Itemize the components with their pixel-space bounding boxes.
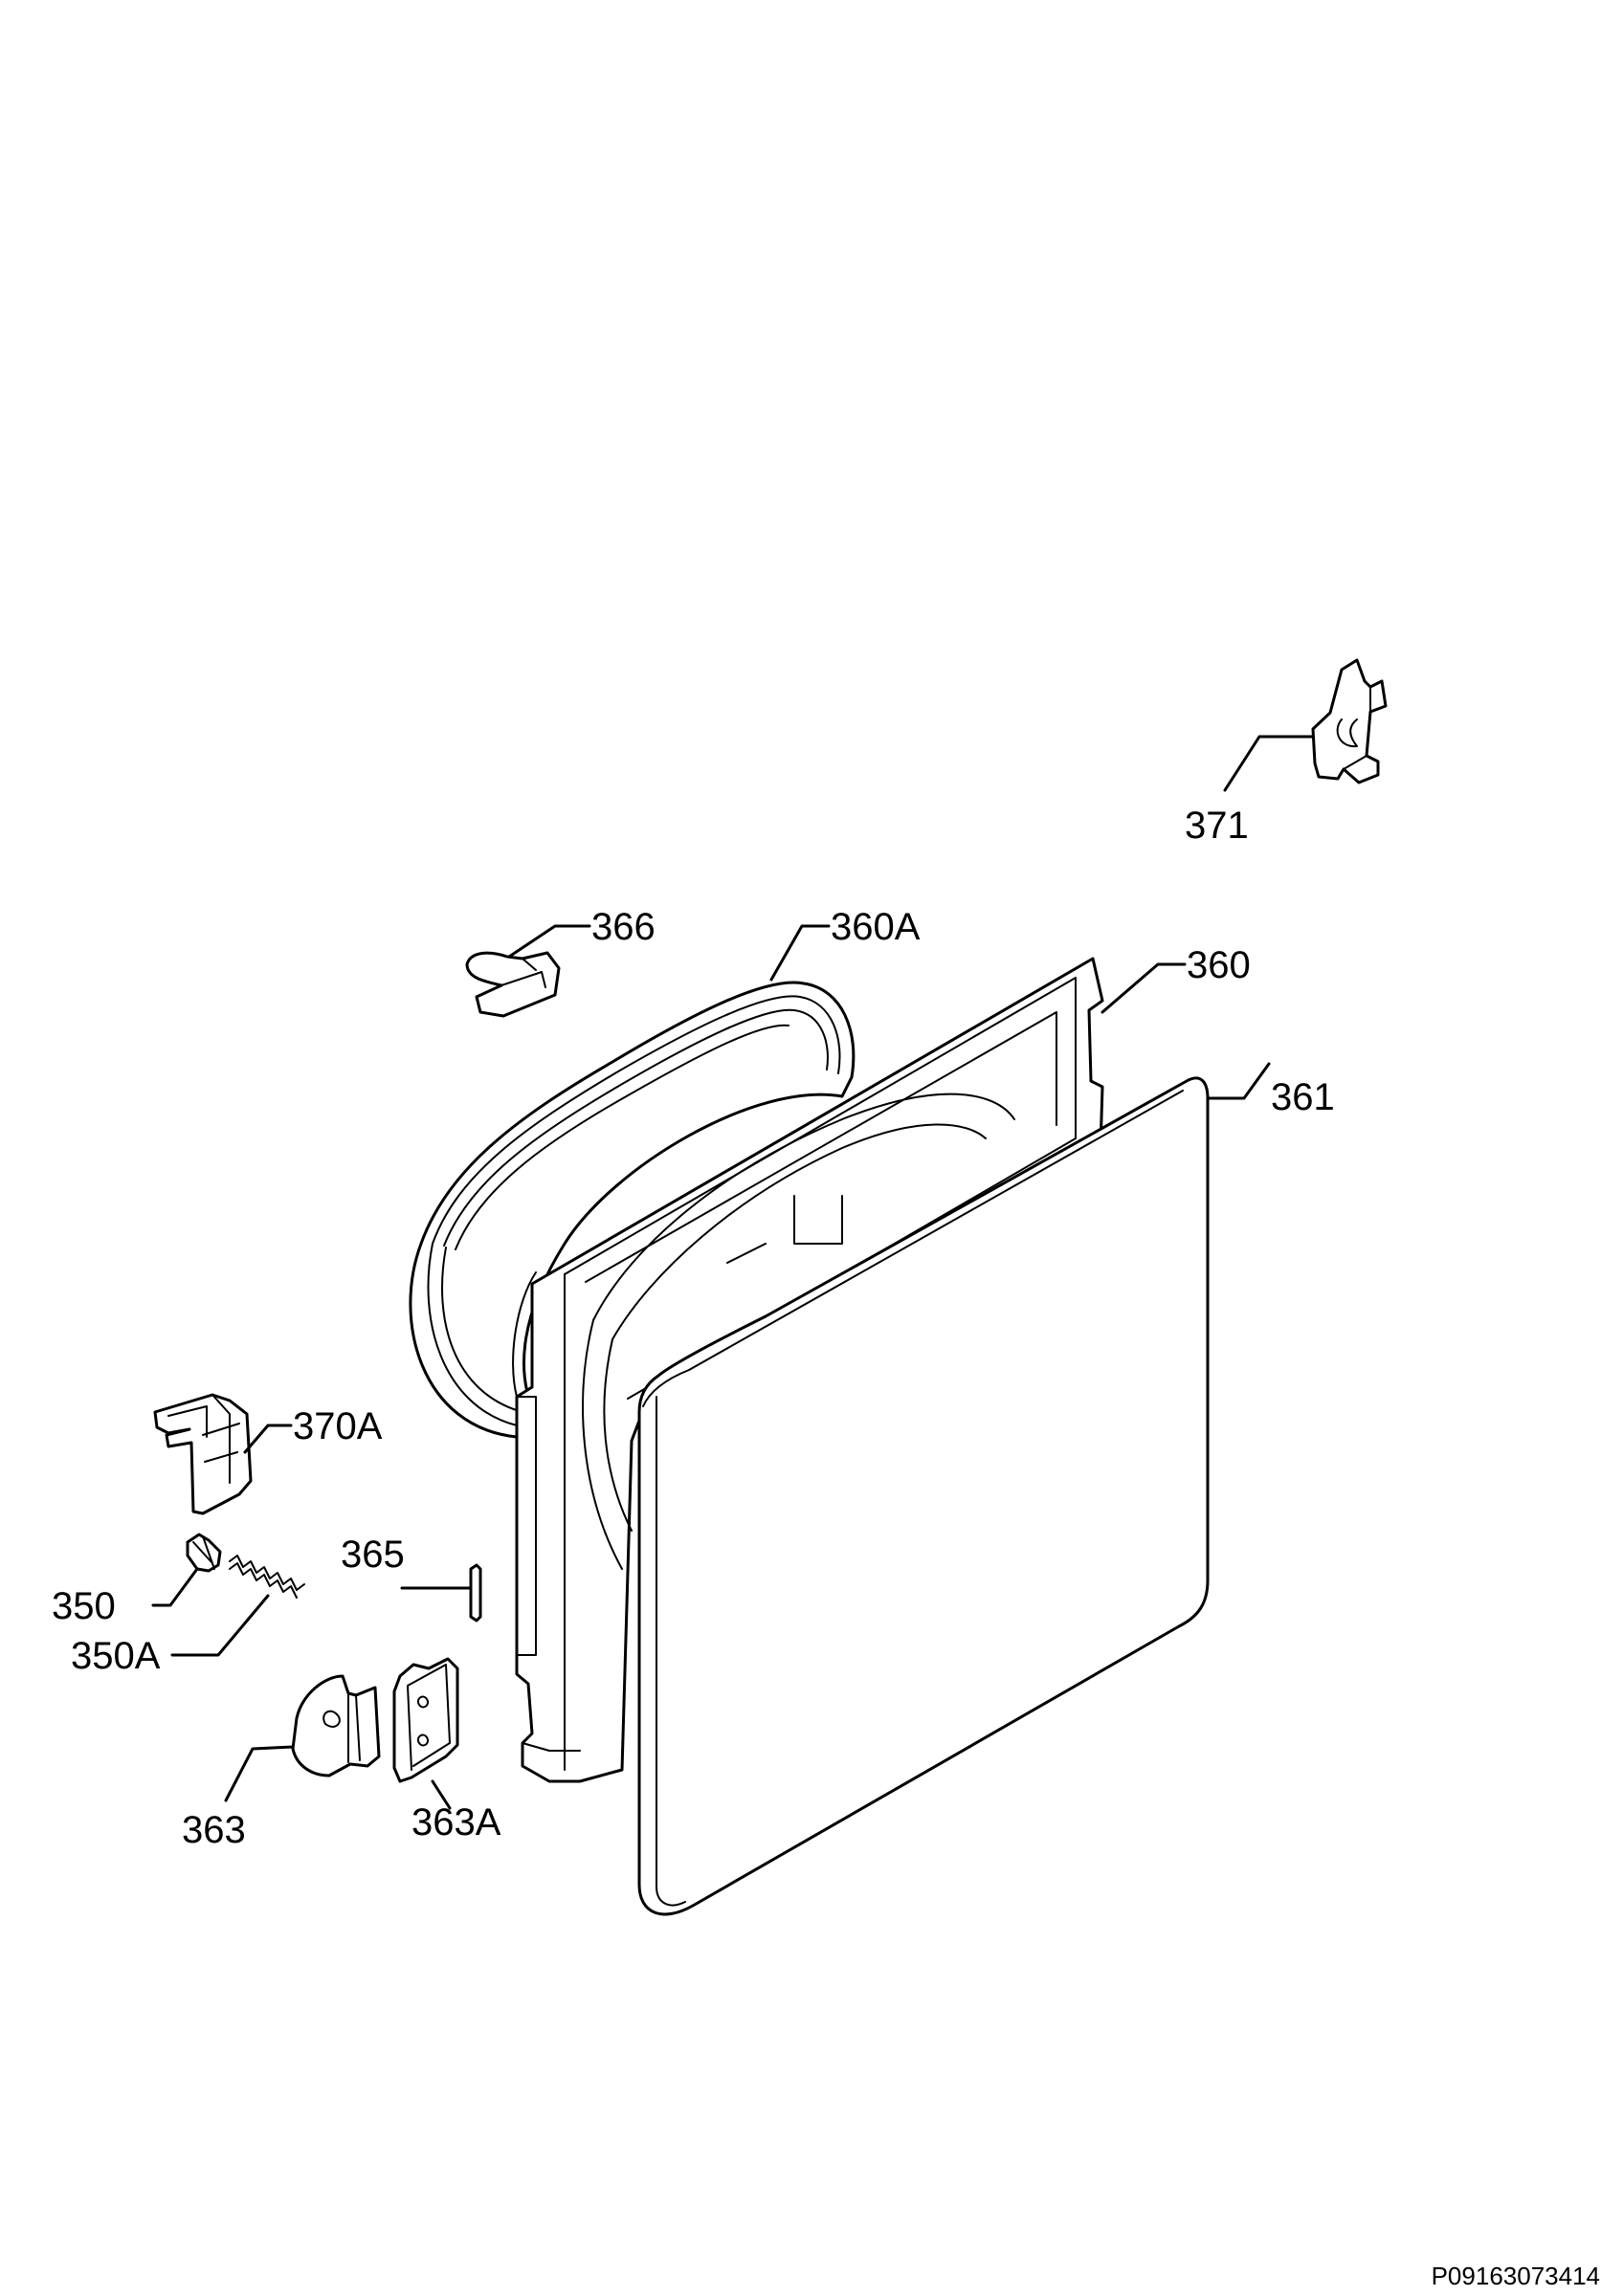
leader-360 [1101, 962, 1187, 1014]
leader-360A [769, 924, 831, 982]
leader-350A [170, 1594, 270, 1657]
leader-lines [151, 735, 1315, 1810]
part-350-screw [186, 1533, 222, 1573]
part-366-clip [465, 951, 561, 1018]
part-370A-catch [153, 1393, 253, 1515]
callout-371: 371 [1185, 805, 1249, 847]
callout-361: 361 [1271, 1076, 1335, 1118]
part-363-hinge [291, 1674, 381, 1777]
callout-350: 350 [52, 1585, 116, 1627]
callout-363A: 363A [411, 1801, 501, 1843]
leader-363 [224, 1745, 295, 1802]
callout-366: 366 [591, 906, 656, 948]
part-360A-gasket [409, 981, 856, 1439]
leader-370A [243, 1424, 293, 1454]
leader-363A [431, 1779, 452, 1810]
leader-371 [1223, 735, 1315, 792]
part-365-pin [469, 1563, 482, 1623]
callout-360: 360 [1187, 944, 1251, 986]
callout-365: 365 [341, 1534, 405, 1576]
part-371-bracket [1311, 658, 1388, 784]
leader-361 [1206, 1062, 1271, 1100]
drawing-code: P09163073414 [1432, 2262, 1600, 2290]
callout-360A: 360A [831, 906, 921, 948]
part-363A-hinge-plate [392, 1657, 459, 1783]
leader-350 [151, 1567, 199, 1607]
part-350A-spring [229, 1555, 305, 1599]
callout-370A: 370A [293, 1405, 383, 1447]
callout-labels: 371 366 360A 360 361 370A 365 350 350A 3… [52, 805, 1335, 1851]
callout-363: 363 [182, 1809, 246, 1851]
callout-350A: 350A [71, 1635, 161, 1677]
part-361-outer-panel [637, 1076, 1210, 1916]
leader-366 [507, 924, 591, 959]
